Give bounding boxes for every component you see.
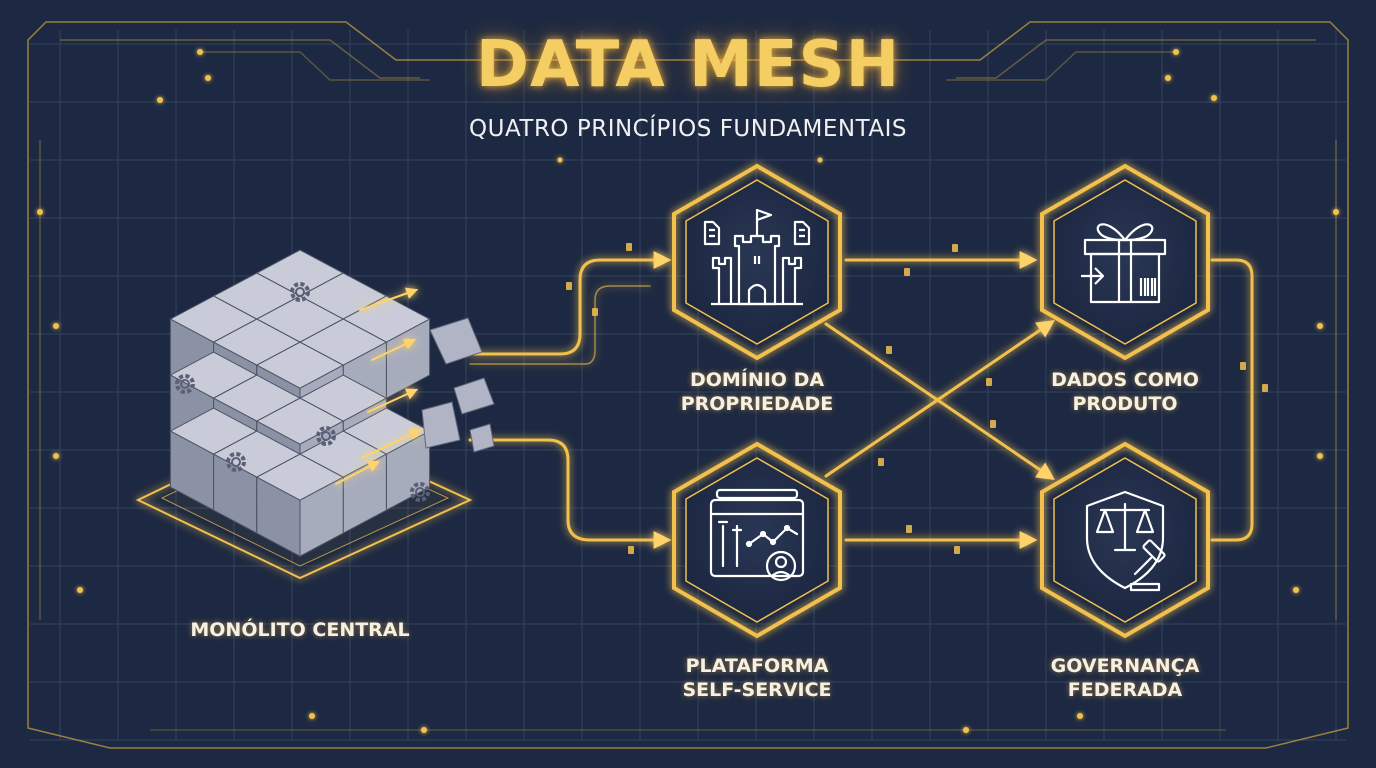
label-plataforma: PLATAFORMA SELF-SERVICE	[657, 654, 857, 702]
castle-icon	[703, 208, 811, 306]
hex-node-governanca	[1040, 441, 1210, 639]
data-packets	[566, 243, 1268, 554]
gear-icon	[226, 452, 246, 472]
page-subtitle: QUATRO PRINCÍPIOS FUNDAMENTAIS	[469, 116, 907, 142]
gift-box-icon	[1081, 223, 1167, 304]
label-plataforma-line-2: SELF-SERVICE	[682, 679, 832, 701]
connector-dados-to-governanca-loop	[1210, 258, 1254, 542]
cube-block	[255, 453, 345, 558]
gear-icon	[410, 482, 430, 502]
label-dominio-line-2: PROPRIEDADE	[680, 393, 834, 415]
label-governanca: GOVERNANÇA FEDERADA	[1025, 654, 1225, 702]
label-governanca-line-1: GOVERNANÇA	[1050, 655, 1200, 677]
connector-lines	[468, 251, 1254, 549]
label-governanca-line-2: FEDERADA	[1067, 679, 1183, 701]
connector-plataforma-to-dados	[824, 319, 1055, 478]
hex-node-dominio	[672, 163, 842, 361]
label-monolito: MONÓLITO CENTRAL	[150, 618, 450, 642]
label-dominio: DOMÍNIO DA PROPRIEDADE	[657, 368, 857, 416]
connector-dominio-to-governanca	[824, 322, 1055, 481]
label-dados: DADOS COMO PRODUTO	[1025, 368, 1225, 416]
label-dominio-line-1: DOMÍNIO DA	[689, 369, 825, 391]
page-title: DATA MESH	[475, 28, 901, 102]
label-dados-line-2: PRODUTO	[1072, 393, 1178, 415]
monolith-cube	[135, 249, 495, 580]
connector-monolith-to-plataforma	[468, 438, 672, 549]
hex-node-dados	[1040, 163, 1210, 361]
label-plataforma-line-1: PLATAFORMA	[685, 655, 829, 677]
circuit-nodes	[37, 49, 1339, 733]
label-dados-line-1: DADOS COMO	[1051, 369, 1199, 391]
circuit-frame	[27, 21, 1349, 749]
gear-icon	[175, 374, 195, 394]
dashboard-tools-icon	[709, 488, 805, 582]
label-monolito-line: MONÓLITO CENTRAL	[190, 619, 410, 641]
gear-icon	[316, 426, 336, 446]
connector-monolith-to-dominio	[468, 251, 672, 356]
hex-node-plataforma	[672, 441, 842, 639]
connector-monolith-to-dominio-inner	[469, 285, 651, 365]
gear-icon	[290, 282, 310, 302]
shield-scale-gavel-icon	[1085, 490, 1166, 592]
